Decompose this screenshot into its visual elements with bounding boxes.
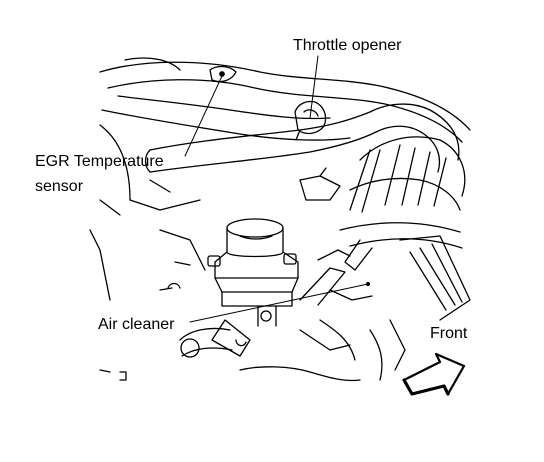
front-bracket [369, 235, 471, 381]
leader-egr-sensor [184, 75, 223, 157]
egr-valve [207, 218, 299, 327]
label-front: Front [430, 325, 468, 342]
label-air-cleaner: Air cleaner [98, 316, 175, 333]
leader-throttle-opener [309, 55, 319, 119]
leader-lines [184, 55, 371, 323]
front-arrow-icon [402, 352, 466, 396]
left-structure [89, 124, 206, 301]
throttle-opener-part [294, 100, 327, 141]
label-egr-temperature: EGR Temperature [35, 153, 164, 170]
air-intake-tube [339, 136, 466, 249]
leader-air-cleaner [189, 283, 369, 323]
lower-pipes [99, 167, 373, 382]
intake-duct [144, 103, 460, 173]
label-throttle-opener: Throttle opener [293, 37, 402, 54]
upper-hoses [99, 57, 471, 143]
label-egr-sensor: sensor [35, 178, 84, 195]
leader-air-cleaner-dot [365, 281, 371, 287]
